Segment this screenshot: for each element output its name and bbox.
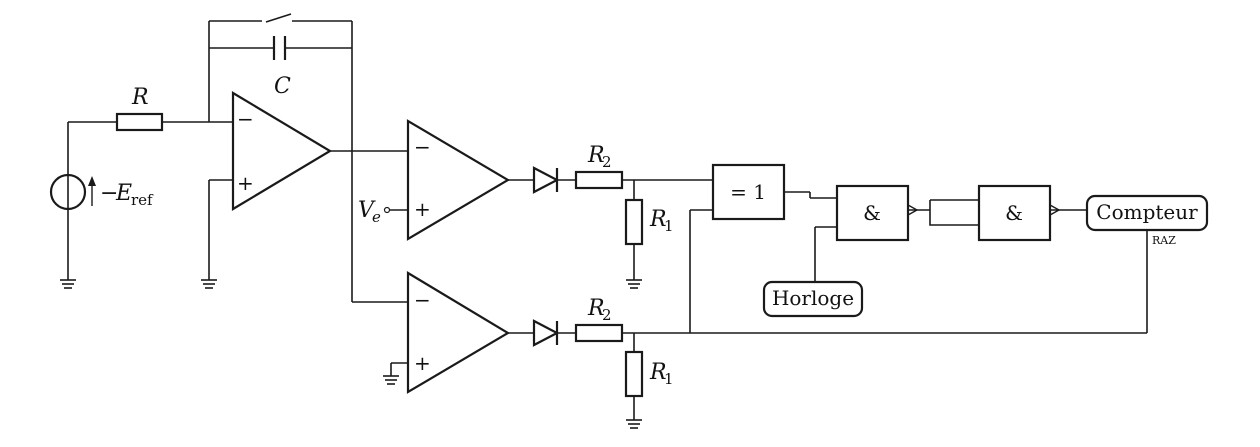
input-v-label: V	[358, 198, 376, 223]
reset-switch	[265, 13, 292, 23]
counter-box: Compteur RAZ	[1085, 194, 1209, 333]
capacitor-c-label: C	[274, 74, 291, 99]
resistor-r: R	[68, 85, 233, 132]
clock-label: Horloge	[772, 286, 854, 310]
counter-label: Compteur	[1096, 200, 1198, 224]
counter-raz-label: RAZ	[1152, 234, 1176, 247]
ground-opamp1	[201, 279, 217, 289]
and-gate-2-label: &	[1005, 201, 1023, 225]
xor-gate: = 1	[711, 163, 837, 221]
input-terminal	[383, 206, 391, 214]
upper-output-network: R 2 R 1	[508, 143, 713, 280]
source-e-label: E	[115, 181, 132, 206]
xor-gate-label: = 1	[730, 180, 766, 204]
comparator2-minus: −	[414, 288, 431, 312]
r1-lower-subscript: 1	[664, 370, 674, 388]
r2-lower-subscript: 2	[602, 306, 612, 324]
lower-output-network: R 2 R 1	[508, 209, 1147, 420]
resistor-r2-lower	[574, 323, 624, 343]
clock-box: Horloge	[762, 280, 864, 318]
ground-comparator2	[383, 375, 399, 385]
resistor-r1-lower	[624, 350, 644, 398]
input-v-subscript: e	[372, 208, 381, 226]
comparator2-plus: +	[414, 351, 431, 375]
diode-lower	[532, 319, 560, 347]
resistor-r1-upper	[624, 198, 644, 246]
comparator1-minus: −	[414, 135, 431, 159]
comparator-lower: − +	[352, 271, 511, 394]
r1-lower-label: R	[649, 360, 667, 385]
opamp1-plus: +	[237, 171, 254, 195]
and-gate-1-label: &	[863, 201, 881, 225]
reference-voltage-source: − E ref	[49, 122, 154, 280]
resistor-r-label: R	[131, 85, 149, 110]
r2-upper-label: R	[587, 143, 605, 168]
ground-r1-upper	[626, 279, 642, 289]
r2-upper-subscript: 2	[602, 153, 612, 171]
and-gate-1: &	[814, 184, 979, 283]
r2-lower-label: R	[587, 296, 605, 321]
opamp-integrator: − +	[208, 91, 408, 280]
diode-upper	[532, 166, 560, 194]
r1-upper-subscript: 1	[664, 217, 674, 235]
and-gate-2: &	[977, 184, 1087, 242]
ground-source	[60, 279, 76, 289]
r1-upper-label: R	[649, 207, 667, 232]
source-e-subscript: ref	[131, 191, 154, 209]
comparator1-plus: +	[414, 197, 431, 221]
integrator-feedback: C	[208, 13, 353, 302]
source-sign: −	[100, 181, 118, 206]
comparator-upper: − + V e	[358, 119, 511, 241]
resistor-r2-upper	[574, 170, 624, 190]
ground-r1-lower	[626, 419, 642, 429]
opamp1-minus: −	[237, 107, 254, 131]
